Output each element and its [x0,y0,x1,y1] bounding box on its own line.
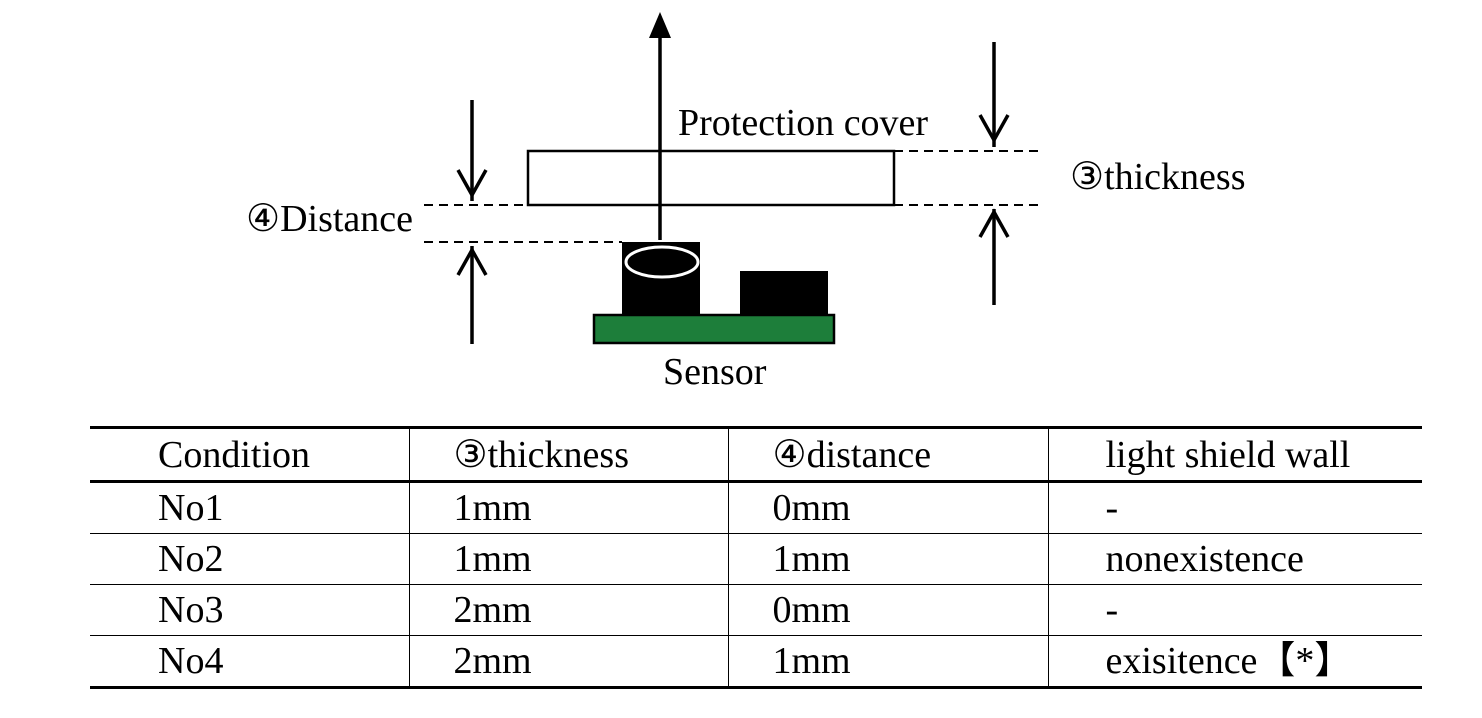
sensor-module [592,242,836,345]
sensor-lens [624,245,700,279]
header-condition: Condition [90,426,409,483]
thickness-guide-lines [894,150,1042,206]
cell-light-shield-wall: - [1047,481,1422,534]
distance-guide-lines [424,204,622,243]
table-row: No3 2mm 0mm - [90,584,1422,636]
thickness-dimension-arrows [978,42,1010,305]
cell-distance: 0mm [727,481,1048,534]
header-thickness: ③thickness [408,426,728,483]
cell-light-shield-wall: exisitence【*】 [1047,635,1422,689]
cell-condition: No2 [90,533,409,585]
cell-light-shield-wall: nonexistence [1047,533,1422,585]
table-row: No2 1mm 1mm nonexistence [90,533,1422,585]
cell-thickness: 2mm [408,635,728,689]
protection-cover [526,149,896,207]
sensor-cover-diagram: Protection cover ③thickness ④Distance Se… [246,12,1246,393]
distance-label: ④Distance [246,198,414,240]
header-light-shield-wall: light shield wall [1047,426,1422,483]
table-header-row: Condition ③thickness ④distance light shi… [90,426,1422,483]
cell-thickness: 2mm [408,584,728,636]
cell-light-shield-wall: - [1047,584,1422,636]
sensor-pcb [592,313,836,345]
cell-condition: No4 [90,635,409,689]
conditions-table-wrapper: Condition ③thickness ④distance light shi… [90,426,1422,689]
cell-distance: 0mm [727,584,1048,636]
diagram-canvas [424,12,1042,345]
conditions-table: Condition ③thickness ④distance light shi… [90,426,1422,689]
header-distance: ④distance [727,426,1048,483]
thickness-label: ③thickness [1070,156,1246,198]
cell-distance: 1mm [727,635,1048,689]
protection-cover-label: Protection cover [678,102,929,144]
cell-thickness: 1mm [408,533,728,585]
cell-condition: No3 [90,584,409,636]
table-row: No4 2mm 1mm exisitence【*】 [90,635,1422,689]
sensor-label: Sensor [663,351,767,393]
cell-thickness: 1mm [408,481,728,534]
distance-dimension-arrows [456,100,488,344]
sensor-receiver-block [740,271,828,315]
table-row: No1 1mm 0mm - [90,481,1422,534]
sensor-emitter-block [622,242,700,315]
cell-condition: No1 [90,481,409,534]
cell-distance: 1mm [727,533,1048,585]
